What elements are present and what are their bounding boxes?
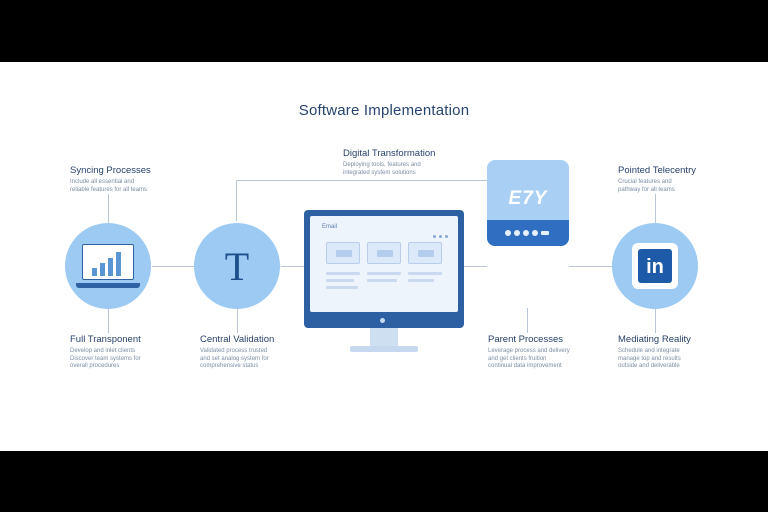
block-heading: Full Transponent <box>70 334 141 345</box>
block-desc-line: overall procedures <box>70 363 120 370</box>
connector-2-down <box>237 309 238 333</box>
block-desc-line: Discover team systems for <box>70 355 141 362</box>
laptop-chart-icon <box>76 244 140 288</box>
letterbox-bottom <box>0 451 768 512</box>
letter-t-icon: T <box>224 243 250 289</box>
monitor-label: Email <box>322 224 338 230</box>
monitor-stand <box>370 328 398 348</box>
text-block-top-right: Pointed Telecentry Crucial features and … <box>618 165 728 194</box>
connector-5-down <box>655 309 656 333</box>
block-desc-line: Include all essential and <box>70 179 135 185</box>
connector-5-up <box>655 194 656 223</box>
block-heading: Pointed Telecentry <box>618 165 696 176</box>
block-heading: Syncing Processes <box>70 165 151 176</box>
device-text: E7Y <box>508 188 548 209</box>
node-circle-analytics <box>65 223 151 309</box>
tile-text: in <box>638 249 672 283</box>
monitor-stand-base <box>350 346 418 352</box>
text-block-bottom-2: Central Validation Validated process tru… <box>200 334 310 371</box>
monitor-icon: Email <box>304 210 464 328</box>
device-icon: E7Y <box>487 160 569 246</box>
block-desc-line: outside and deliverable <box>618 363 680 370</box>
block-desc-line: pathway for all teams <box>618 186 675 193</box>
block-desc-line: Crucial features and <box>618 179 672 185</box>
block-desc-line: Develop and inlet clients <box>70 348 136 354</box>
block-desc-line: continual data improvement <box>488 363 562 370</box>
letterbox-top <box>0 0 768 62</box>
text-block-center-top: Digital Transformation Deploying tools, … <box>343 148 483 177</box>
connector-1-2 <box>152 266 195 267</box>
text-block-bottom-1: Full Transponent Develop and inlet clien… <box>70 334 180 371</box>
block-heading: Parent Processes <box>488 334 563 345</box>
diagram-canvas: Software Implementation Digital Transfor… <box>0 62 768 451</box>
text-block-top-left: Syncing Processes Include all essential … <box>70 165 180 194</box>
node-circle-t: T <box>194 223 280 309</box>
node-circle-social: in <box>612 223 698 309</box>
text-block-bottom-3: Parent Processes Leverage process and de… <box>488 334 598 371</box>
connector-4-5 <box>569 266 612 267</box>
connector-2-3 <box>281 266 304 267</box>
connector-top-left-drop <box>236 180 237 221</box>
block-desc-line: and set analog system for <box>200 355 269 362</box>
diagram-title: Software Implementation <box>298 102 470 119</box>
connector-4-down <box>527 308 528 333</box>
block-desc-line: reliable features for all teams <box>70 186 148 193</box>
block-desc-line: Validated process trusted <box>200 348 268 354</box>
connector-top <box>236 180 528 181</box>
connector-3-4 <box>464 266 487 267</box>
block-heading: Digital Transformation <box>343 148 436 159</box>
block-desc-line: Schedule and integrate <box>618 348 680 354</box>
block-desc-line: integrated system solutions <box>343 169 416 176</box>
block-heading: Mediating Reality <box>618 334 691 345</box>
connector-1-down <box>108 309 109 333</box>
block-heading: Central Validation <box>200 334 275 345</box>
connector-1-up <box>108 194 109 223</box>
text-block-bottom-4: Mediating Reality Schedule and integrate… <box>618 334 728 371</box>
block-desc-line: Deploying tools, features and <box>343 162 421 168</box>
linkedin-icon: in <box>632 243 678 289</box>
block-desc-line: and get clients fruition <box>488 355 547 362</box>
block-desc-line: Leverage process and delivery <box>488 348 570 354</box>
block-desc-line: manage top and results <box>618 355 681 362</box>
block-desc-line: comprehensive status <box>200 363 259 370</box>
